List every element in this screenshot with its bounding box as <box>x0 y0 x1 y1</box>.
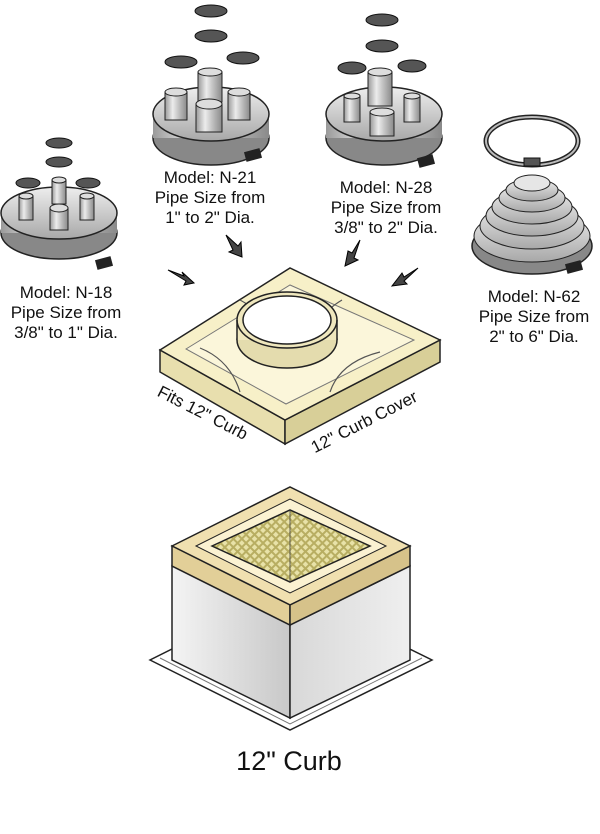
boot-nipple <box>343 92 361 123</box>
curb-illustration <box>148 486 434 731</box>
model-label-n28: Model: N-28 Pipe Size from 3/8" to 2" Di… <box>316 178 456 238</box>
hose-clamp-icon <box>337 13 427 75</box>
model-label-n62: Model: N-62 Pipe Size from 2" to 6" Dia. <box>468 287 600 347</box>
boot-nipple <box>403 92 421 123</box>
arrow-icon <box>390 267 419 287</box>
boot-nipple <box>49 203 69 231</box>
model-name: Model: N-18 <box>19 283 113 302</box>
boot-n28 <box>325 13 443 168</box>
model-label-n21: Model: N-21 Pipe Size from 1" to 2" Dia. <box>140 168 280 228</box>
pipe-size-label: Pipe Size from <box>478 307 590 326</box>
boot-n62 <box>471 114 593 275</box>
hose-clamp-icon <box>164 4 260 69</box>
model-label-n18: Model: N-18 Pipe Size from 3/8" to 1" Di… <box>2 283 130 343</box>
boot-nipple <box>195 98 223 133</box>
boot-nipple <box>367 67 393 107</box>
pipe-size-range: 3/8" to 1" Dia. <box>14 323 118 342</box>
pipe-size-range: 2" to 6" Dia. <box>489 327 579 346</box>
boot-nipple <box>369 107 395 137</box>
model-name: Model: N-62 <box>487 287 581 306</box>
boot-nipple <box>164 87 188 121</box>
pipe-size-range: 1" to 2" Dia. <box>165 208 255 227</box>
hose-clamp-icon <box>483 114 581 168</box>
boot-nipple <box>51 176 67 205</box>
pipe-size-label: Pipe Size from <box>10 303 122 322</box>
boot-nipple <box>79 192 95 221</box>
arrow-icon <box>344 239 361 267</box>
pipe-size-range: 3/8" to 2" Dia. <box>334 218 438 237</box>
boot-nipple <box>197 67 223 103</box>
pipe-size-label: Pipe Size from <box>330 198 442 217</box>
arrow-icon <box>225 234 243 258</box>
model-name: Model: N-28 <box>339 178 433 197</box>
boot-nipple <box>227 87 251 121</box>
boot-n21 <box>152 4 270 166</box>
arrow-icon <box>167 269 196 286</box>
pipe-size-label: Pipe Size from <box>154 188 266 207</box>
boot-nipple <box>18 192 34 221</box>
boot-n18 <box>0 137 118 270</box>
curb-title: 12" Curb <box>236 746 342 776</box>
curb-cover <box>158 267 442 446</box>
model-name: Model: N-21 <box>163 168 257 187</box>
hose-clamp-icon <box>15 137 101 189</box>
